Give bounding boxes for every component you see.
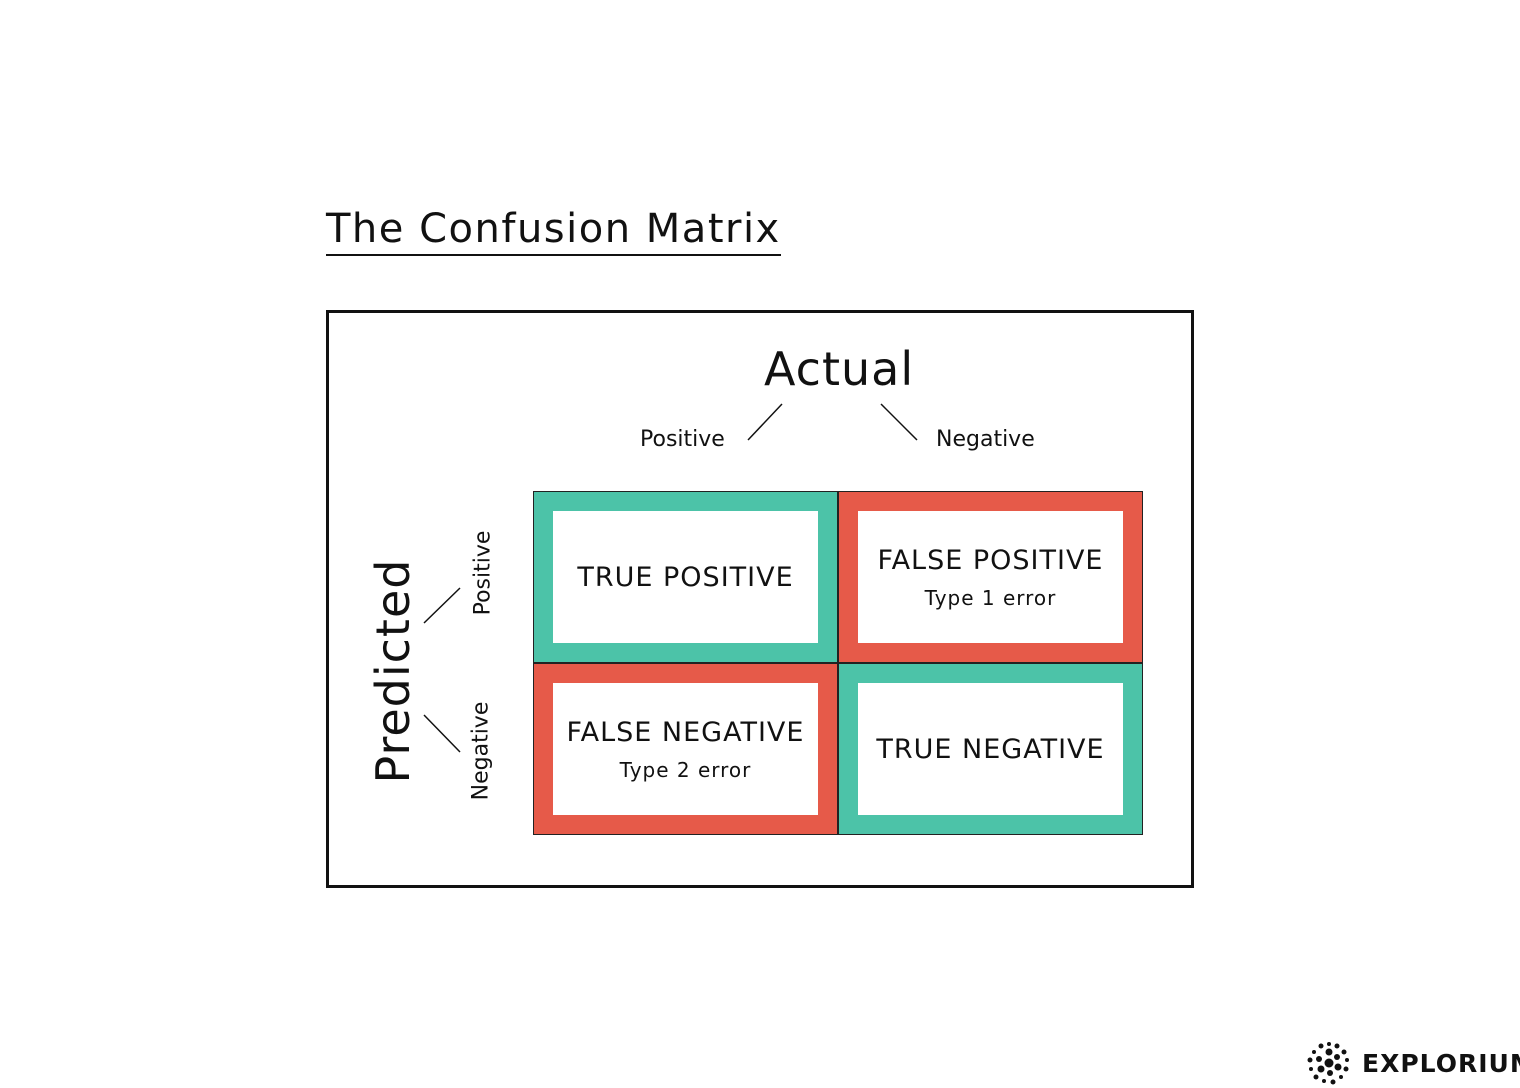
true-negative-label: TRUE NEGATIVE xyxy=(876,733,1105,765)
connector-actual-negative xyxy=(880,403,918,441)
dotted-swirl-icon xyxy=(1307,1042,1349,1085)
connector-predicted-negative xyxy=(423,714,461,753)
explorium-logo: EXPLORIUM xyxy=(1306,1040,1520,1086)
true-positive-cell: TRUE POSITIVE xyxy=(533,491,838,663)
connector-actual-positive xyxy=(747,403,783,441)
diagram-frame xyxy=(326,310,1194,888)
false-positive-sublabel: Type 1 error xyxy=(924,585,1057,610)
true-positive-label: TRUE POSITIVE xyxy=(577,561,794,593)
connector-predicted-positive xyxy=(423,587,461,624)
false-positive-cell: FALSE POSITIVE Type 1 error xyxy=(838,491,1143,663)
actual-positive-label: Positive xyxy=(640,427,725,452)
false-positive-label: FALSE POSITIVE xyxy=(877,544,1104,576)
false-negative-cell: FALSE NEGATIVE Type 2 error xyxy=(533,663,838,835)
actual-axis-label: Actual xyxy=(764,342,915,396)
actual-negative-label: Negative xyxy=(936,427,1035,452)
false-negative-sublabel: Type 2 error xyxy=(619,757,752,782)
false-negative-label: FALSE NEGATIVE xyxy=(566,716,805,748)
page-title: The Confusion Matrix xyxy=(326,206,781,256)
true-negative-cell: TRUE NEGATIVE xyxy=(838,663,1143,835)
logo-text: EXPLORIUM xyxy=(1362,1048,1520,1078)
